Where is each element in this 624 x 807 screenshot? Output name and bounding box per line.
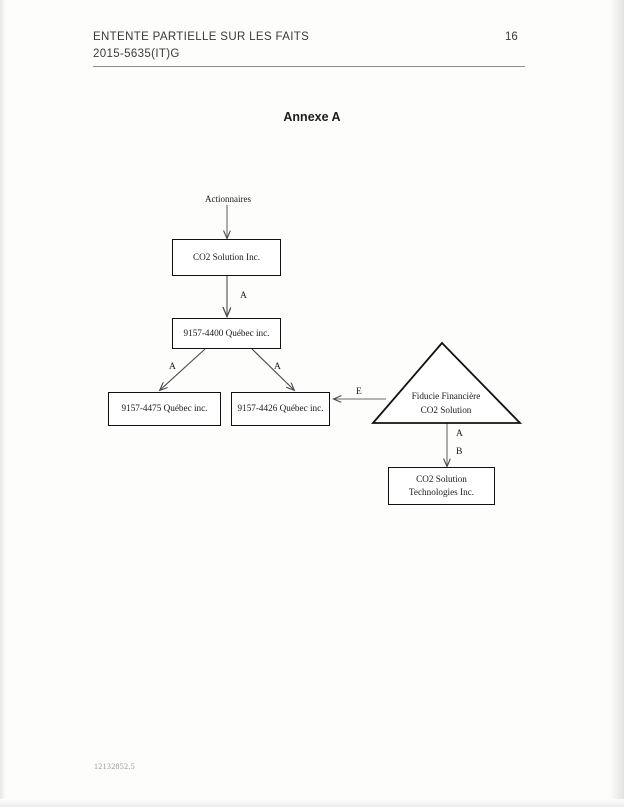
edge-label-fiducie-to-tech-a: A xyxy=(456,429,463,439)
node-co2-solution-technologies[interactable]: CO2 Solution Technologies Inc. xyxy=(388,467,495,505)
header-title: ENTENTE PARTIELLE SUR LES FAITS xyxy=(93,31,310,43)
node-co2-solution-inc-label: CO2 Solution Inc. xyxy=(192,251,261,262)
node-qc-4426-label: 9157-4426 Québec inc. xyxy=(237,403,324,414)
footer-reference: 12132852.5 xyxy=(94,762,135,771)
node-qc-4400[interactable]: 9157-4400 Québec inc. xyxy=(172,318,281,349)
edge-label-fiducie-to-4426: E xyxy=(356,387,362,397)
node-qc-4475-label: 9157-4475 Québec inc. xyxy=(121,403,208,414)
header-divider xyxy=(93,66,525,67)
diagram-label-actionnaires: Actionnaires xyxy=(205,194,251,204)
edge-label-fiducie-to-tech-b: B xyxy=(456,447,463,457)
node-fiducie-label-line2: CO2 Solution xyxy=(420,404,472,415)
node-co2-tech-label-line2: Technologies Inc. xyxy=(408,487,475,497)
page-number: 16 xyxy=(505,31,518,43)
edge-label-qc4400-to-4475: A xyxy=(169,362,176,372)
node-qc-4400-label: 9157-4400 Québec inc. xyxy=(183,327,270,338)
node-qc-4475[interactable]: 9157-4475 Québec inc. xyxy=(108,392,221,426)
scan-edge-left xyxy=(0,0,6,807)
edge-label-qc4400-to-4426: A xyxy=(274,362,281,372)
header-document-number: 2015-5635(IT)G xyxy=(93,48,180,60)
scan-edge-right xyxy=(610,0,624,807)
node-fiducie-financiere[interactable]: Fiducie Financière CO2 Solution xyxy=(371,390,521,418)
node-co2-solution-inc[interactable]: CO2 Solution Inc. xyxy=(172,239,281,276)
annex-title: Annexe A xyxy=(283,110,341,124)
node-co2-tech-label-line1: CO2 Solution xyxy=(416,473,467,484)
node-fiducie-label-line1: Fiducie Financière xyxy=(411,391,481,401)
node-qc-4426[interactable]: 9157-4426 Québec inc. xyxy=(231,392,330,426)
edge-label-co2-to-4400: A xyxy=(240,291,247,301)
scan-edge-bottom xyxy=(0,799,624,807)
